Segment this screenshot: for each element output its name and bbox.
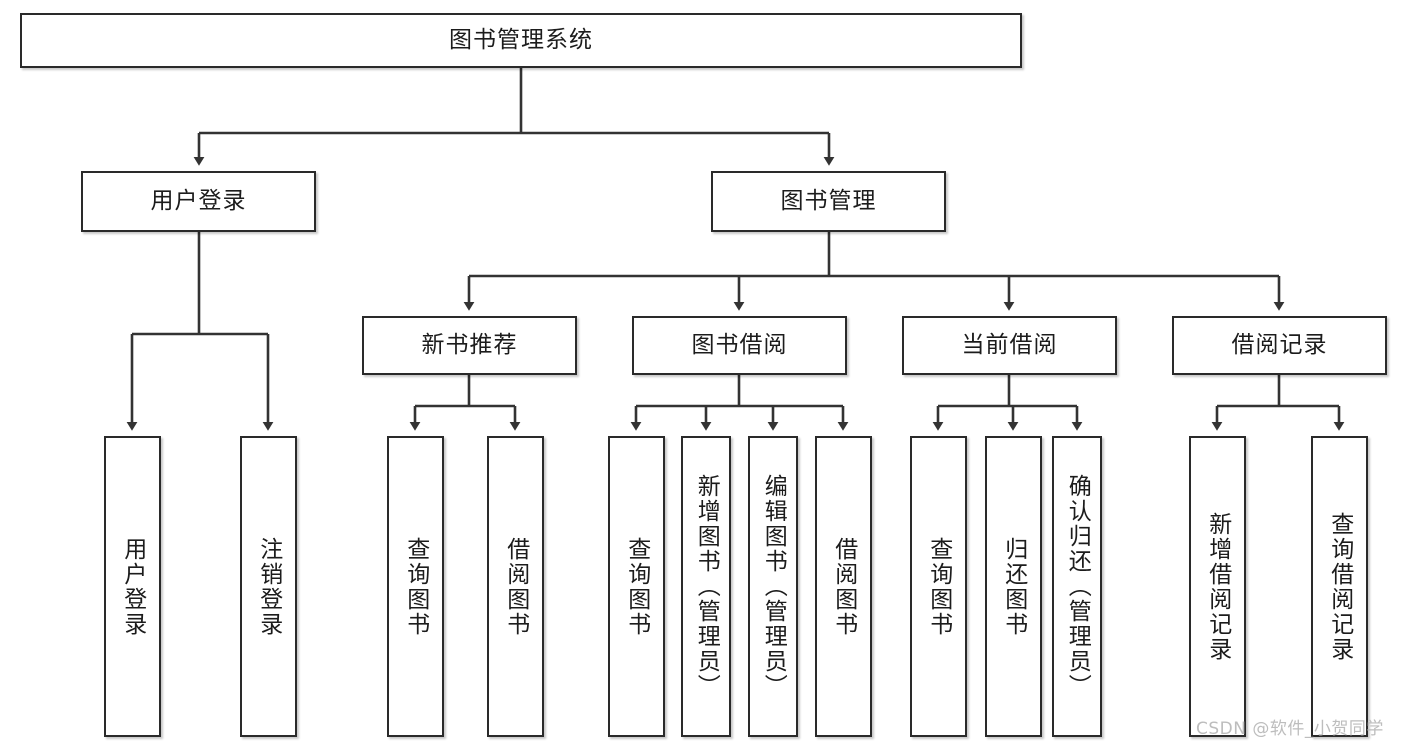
leaf-label: 查询借阅记录 [1326,511,1353,662]
leaf-query-book-borrow[interactable]: 查询图书 [608,436,665,737]
leaf-edit-book-admin[interactable]: 编辑图书（管理员） [748,436,798,737]
leaf-query-book-recommend[interactable]: 查询图书 [387,436,444,737]
node-new-book-recommend[interactable]: 新书推荐 [362,316,577,375]
watermark-text: CSDN @软件_小贺同学 [1196,719,1384,739]
leaf-query-book-current[interactable]: 查询图书 [910,436,967,737]
leaf-label: 查询图书 [925,536,952,637]
leaf-user-logout[interactable]: 注销登录 [240,436,297,737]
node-user-login[interactable]: 用户登录 [81,171,316,232]
node-borrow-records[interactable]: 借阅记录 [1172,316,1387,375]
connector-lines [126,68,1345,431]
node-book-management[interactable]: 图书管理 [711,171,946,232]
leaf-label: 用户登录 [119,536,146,637]
leaf-borrow-book-recommend[interactable]: 借阅图书 [487,436,544,737]
leaf-label: 编辑图书（管理员） [760,474,787,699]
leaf-query-borrow-record[interactable]: 查询借阅记录 [1311,436,1368,737]
node-book-borrow[interactable]: 图书借阅 [632,316,847,375]
leaf-label: 新增图书（管理员） [693,474,720,699]
leaf-add-borrow-record[interactable]: 新增借阅记录 [1189,436,1246,737]
leaf-return-book[interactable]: 归还图书 [985,436,1042,737]
leaf-label: 注销登录 [255,536,282,637]
leaf-label: 借阅图书 [502,536,529,637]
leaf-label: 查询图书 [402,536,429,637]
leaf-label: 确认归还（管理员） [1064,474,1091,699]
leaf-user-login[interactable]: 用户登录 [104,436,161,737]
leaf-label: 查询图书 [623,536,650,637]
leaf-borrow-book[interactable]: 借阅图书 [815,436,872,737]
node-current-borrow[interactable]: 当前借阅 [902,316,1117,375]
leaf-add-book-admin[interactable]: 新增图书（管理员） [681,436,731,737]
leaf-label: 归还图书 [1000,536,1027,637]
leaf-label: 借阅图书 [830,536,857,637]
leaf-label: 新增借阅记录 [1204,511,1231,662]
leaf-confirm-return-admin[interactable]: 确认归还（管理员） [1052,436,1102,737]
node-root[interactable]: 图书管理系统 [20,13,1022,68]
